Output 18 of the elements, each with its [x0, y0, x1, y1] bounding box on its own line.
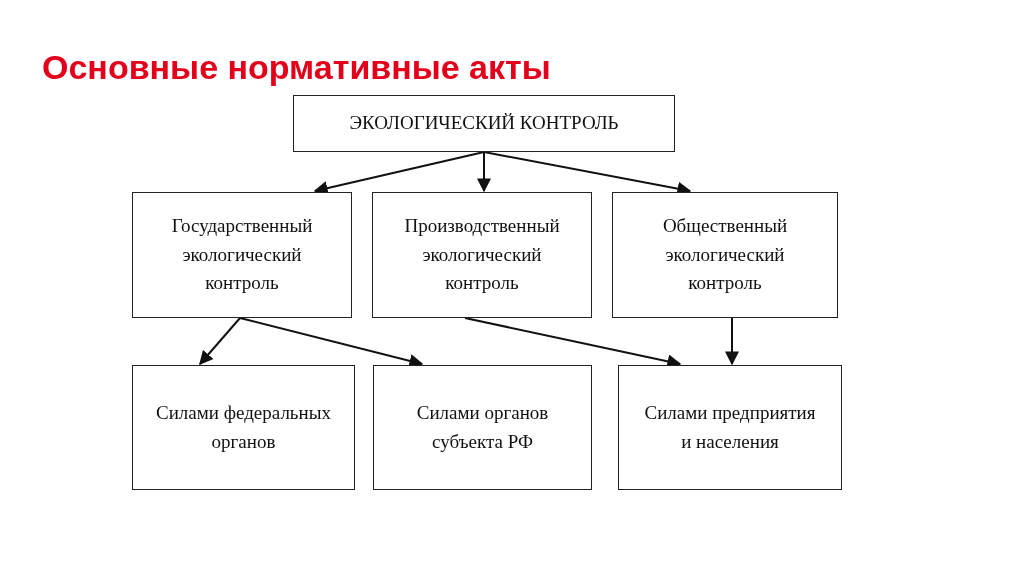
process-box — [372, 192, 592, 318]
process-box — [612, 192, 838, 318]
box-text: Общественный экологический контроль — [661, 214, 789, 296]
process-box — [132, 365, 355, 490]
box-text: Силами федеральных органов — [155, 401, 332, 454]
box-text: Производственный экологический контроль — [403, 214, 561, 296]
process-box — [618, 365, 842, 490]
box-text: ЭКОЛОГИЧЕСКИЙ КОНТРОЛЬ — [349, 111, 619, 136]
arrow — [725, 317, 739, 366]
process-box — [132, 192, 352, 318]
page-title: Основные нормативные акты — [42, 48, 551, 87]
box-text: Силами органов субъекта РФ — [415, 401, 550, 454]
process-box — [293, 95, 675, 152]
process-box — [373, 365, 592, 490]
box-text: Силами предприятия и населения — [643, 401, 817, 454]
box-text: Государственный экологический контроль — [170, 214, 314, 296]
arrow — [477, 151, 491, 193]
arrow — [199, 317, 241, 366]
